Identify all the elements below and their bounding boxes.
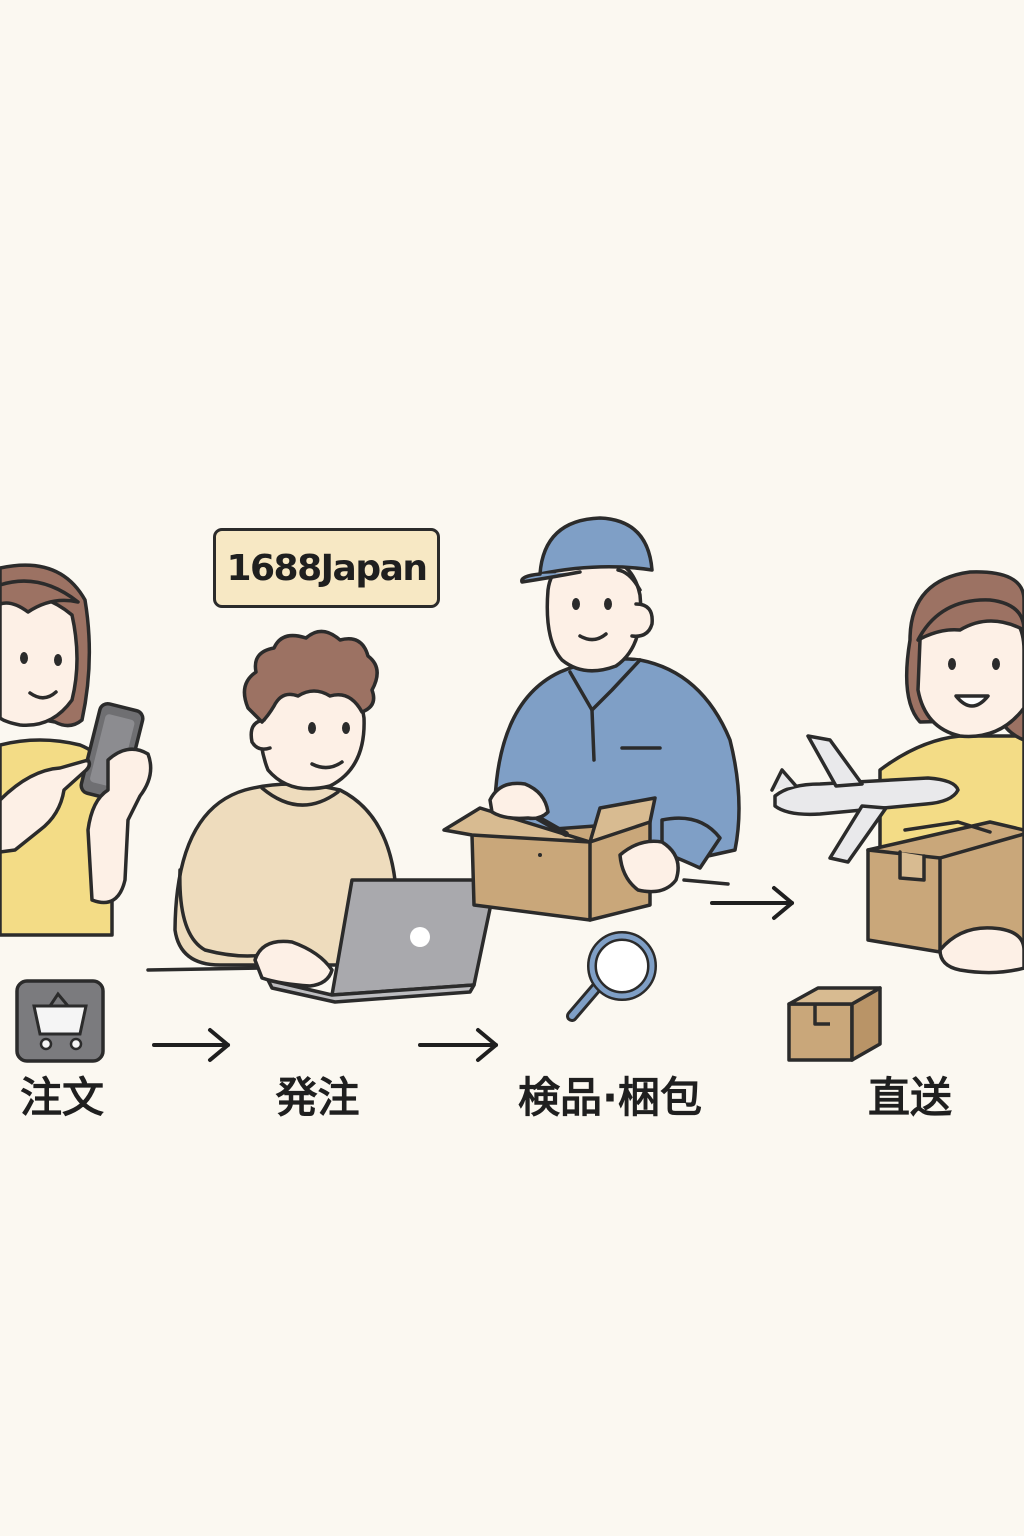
step-label-place-order: 発注: [275, 1073, 360, 1122]
brand-badge: 1688Japan: [213, 528, 440, 608]
step-label-inspect-pack: 検品·梱包: [518, 1073, 702, 1122]
flow-arrow: [152, 1028, 230, 1062]
laptop-operator-illustration: [146, 629, 498, 1004]
warehouse-worker-illustration: [442, 516, 741, 922]
step-label-order: 注文: [19, 1073, 104, 1122]
flow-arrow: [710, 886, 794, 920]
magnifier-icon: [566, 931, 657, 1022]
flow-arrow: [418, 1028, 498, 1062]
recipient-illustration: [770, 570, 1024, 975]
package-icon: [787, 986, 882, 1062]
shopping-basket-icon: [15, 979, 105, 1063]
step-label-direct-ship: 直送: [867, 1073, 952, 1122]
customer-ordering-illustration: [0, 563, 153, 937]
